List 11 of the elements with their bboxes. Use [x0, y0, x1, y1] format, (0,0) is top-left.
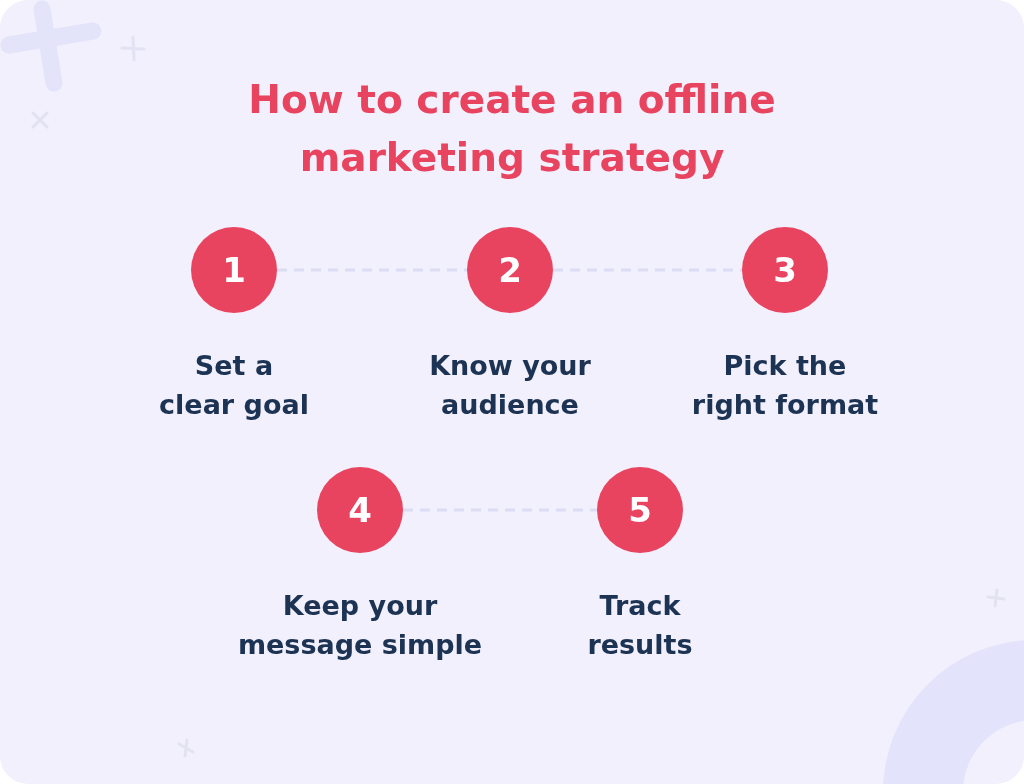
step-number-circle: 1	[191, 227, 277, 313]
step-label: Know your audience	[428, 349, 592, 422]
step-number-circle: 2	[467, 227, 553, 313]
step-number-circle: 4	[317, 467, 403, 553]
step-label: Set a clear goal	[158, 349, 310, 422]
step-label: Keep your message simple	[236, 589, 484, 662]
title: How to create an offline marketing strategy	[247, 76, 777, 182]
step-label: Pick the right format	[690, 349, 880, 422]
step-label: Track results	[586, 589, 694, 662]
step-number-circle: 3	[742, 227, 828, 313]
step-number-circle: 5	[597, 467, 683, 553]
